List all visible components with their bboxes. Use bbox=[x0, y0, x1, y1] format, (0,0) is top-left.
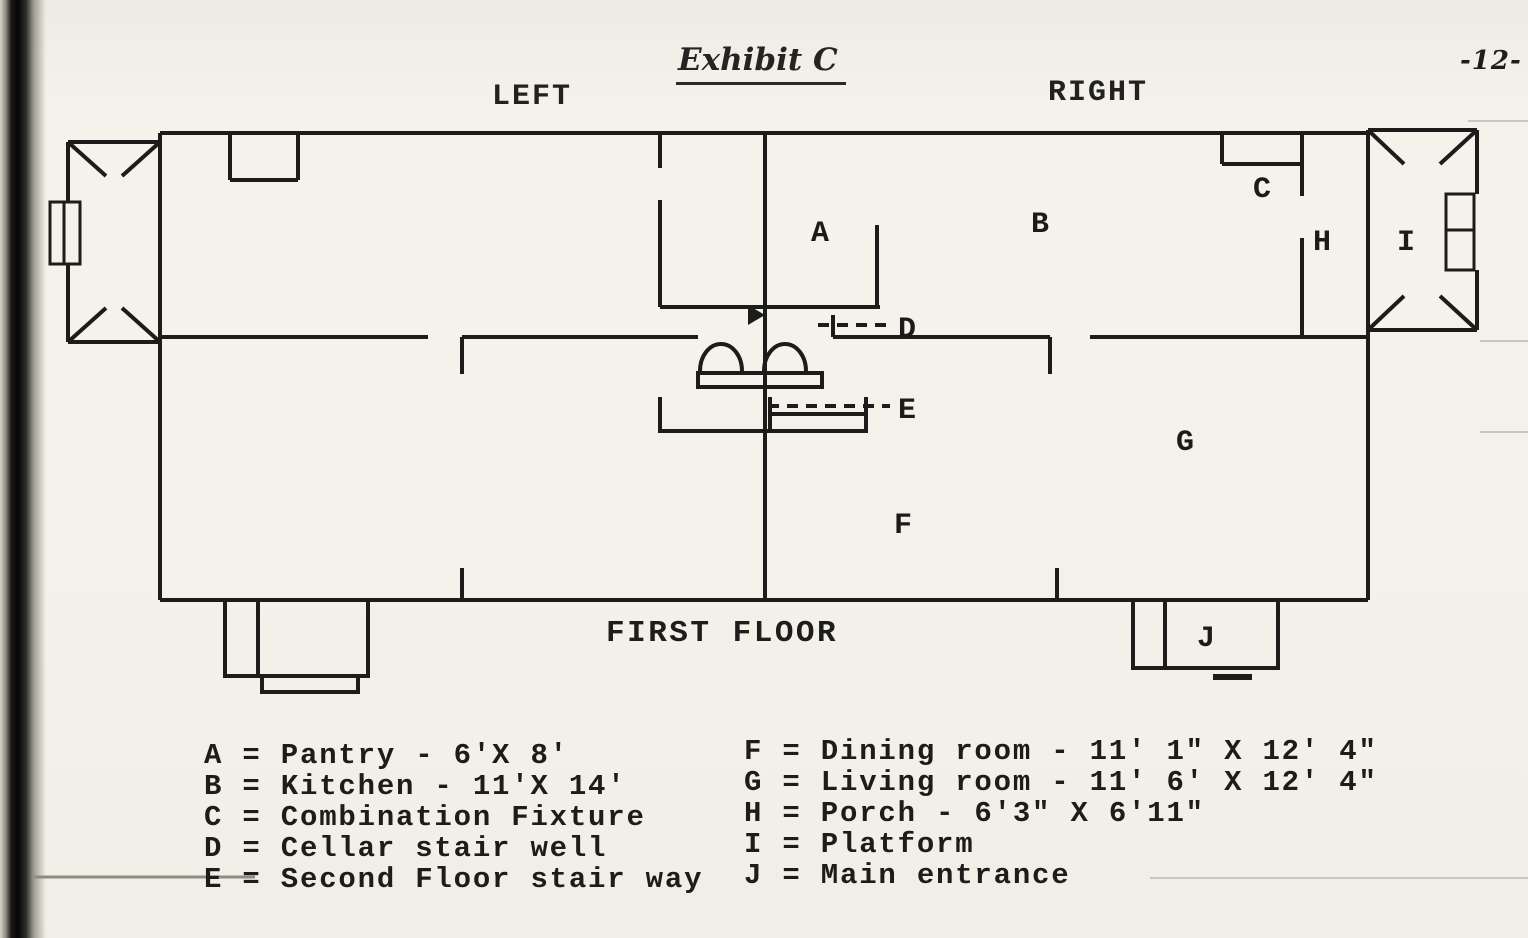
room-label-second-floor-stair: E bbox=[898, 394, 916, 428]
floor-caption: FIRST FLOOR bbox=[606, 616, 839, 651]
room-label-platform: I bbox=[1397, 226, 1415, 260]
room-label-dining-room: F bbox=[894, 509, 912, 543]
scan-edge-artifact bbox=[0, 0, 46, 938]
legend-entry-living-room: G = Living room - 11' 6' X 12' 4" bbox=[744, 766, 1378, 799]
room-label-porch: H bbox=[1313, 226, 1331, 260]
legend-entry-porch: H = Porch - 6'3" X 6'11" bbox=[744, 797, 1205, 830]
exhibit-title: Exhibit C bbox=[676, 42, 846, 85]
room-label-kitchen: B bbox=[1031, 208, 1049, 242]
rear-steps bbox=[223, 600, 370, 694]
ruled-lines bbox=[34, 120, 1528, 879]
legend-entry-dining-room: F = Dining room - 11' 1" X 12' 4" bbox=[744, 735, 1378, 768]
left-bay-window bbox=[48, 140, 162, 344]
room-label-cellar-stair: D bbox=[898, 313, 916, 347]
legend-entry-cellar-stair: D = Cellar stair well bbox=[204, 832, 608, 865]
legend-entry-pantry: A = Pantry - 6'X 8' bbox=[204, 739, 569, 772]
page-number: -12- bbox=[1460, 46, 1522, 76]
legend-left-column: A = Pantry - 6'X 8' B = Kitchen - 11'X 1… bbox=[204, 740, 703, 895]
legend-entry-kitchen: B = Kitchen - 11'X 14' bbox=[204, 770, 627, 803]
legend-entry-fixture: C = Combination Fixture bbox=[204, 801, 646, 834]
legend-entry-platform: I = Platform bbox=[744, 828, 975, 861]
room-label-pantry: A bbox=[811, 217, 829, 251]
main-entrance-steps bbox=[1131, 600, 1280, 680]
stairwell bbox=[658, 305, 868, 433]
dashed-stair-lines bbox=[768, 323, 890, 408]
left-section-label: LEFT bbox=[492, 80, 573, 114]
room-label-main-entrance: J bbox=[1197, 622, 1215, 656]
right-bay-platform bbox=[1366, 128, 1479, 332]
legend-entry-second-floor-stair: E = Second Floor stair way bbox=[204, 863, 704, 896]
room-label-fixture: C bbox=[1253, 173, 1271, 207]
legend-right-column: F = Dining room - 11' 1" X 12' 4" G = Li… bbox=[744, 736, 1378, 891]
legend-entry-main-entrance: J = Main entrance bbox=[744, 859, 1071, 892]
room-label-living-room: G bbox=[1176, 426, 1194, 460]
right-section-label: RIGHT bbox=[1048, 76, 1149, 110]
